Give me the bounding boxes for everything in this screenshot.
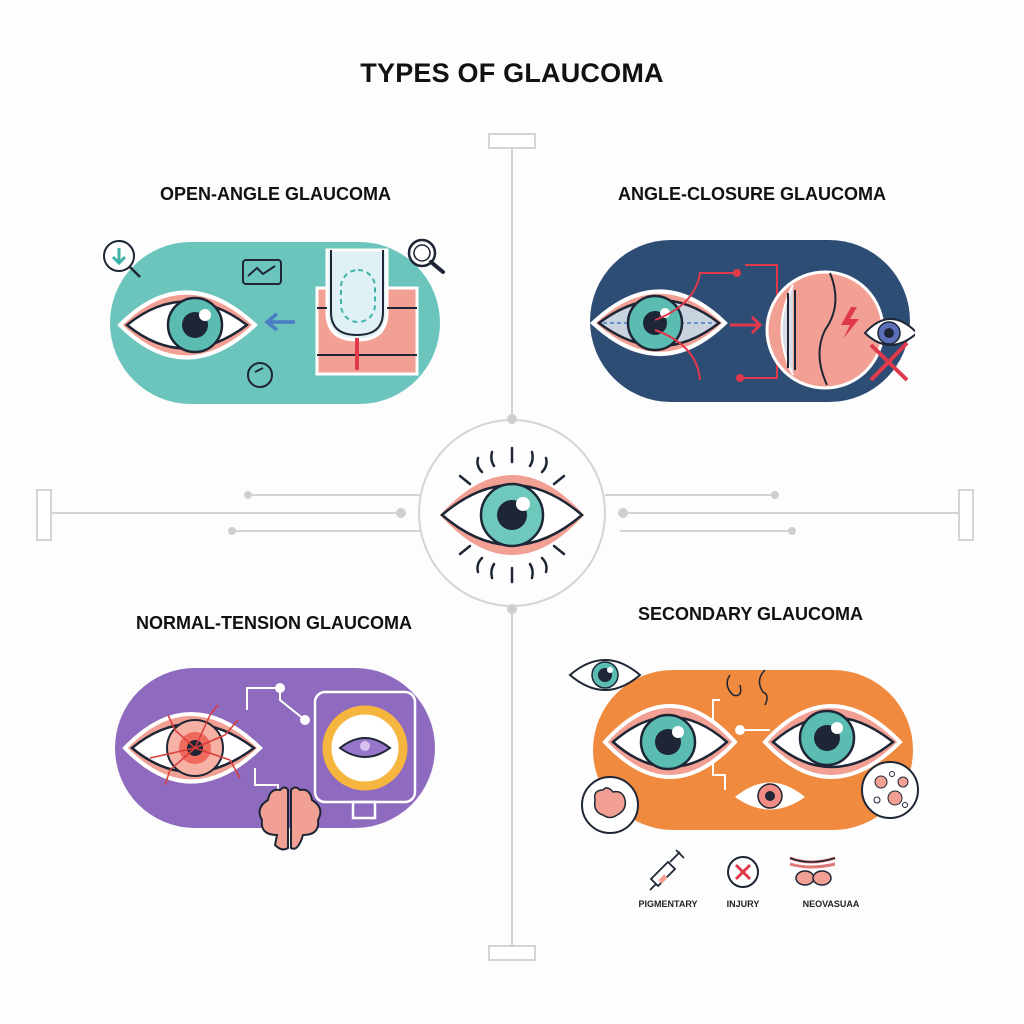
x-circle-icon	[727, 856, 759, 888]
secondary-causes-icons	[649, 849, 836, 891]
open-angle-panel	[103, 238, 445, 404]
top-axis-cap	[488, 133, 536, 149]
drainage-channel-icon	[315, 248, 419, 376]
bloodshot-eye-icon	[122, 704, 263, 786]
cause-label-neovascular: NEOVASUAA	[802, 899, 860, 909]
arrow-left-icon	[264, 312, 295, 332]
normal-tension-panel	[115, 668, 435, 851]
right-axis-cap	[958, 489, 974, 541]
cause-label-pigmentary: PIGMENTARY	[638, 899, 698, 909]
page-title: TYPES OF GLAUCOMA	[360, 58, 664, 88]
bottom-axis-cap	[488, 945, 536, 961]
brain-icon	[258, 786, 322, 851]
left-axis-cap	[36, 489, 52, 541]
gauge-icon	[247, 362, 273, 388]
small-eye-icon	[568, 659, 642, 691]
right-eye-icon	[762, 704, 903, 779]
lens-cross-section-icon	[765, 270, 885, 390]
bottom-eye-icon	[735, 782, 805, 810]
lightning-icon	[841, 307, 859, 339]
eye-blocked-icon	[863, 318, 915, 382]
cells-icon	[861, 761, 919, 819]
download-arrow-icon	[103, 240, 141, 278]
section-title-normal-tension: NORMAL-TENSION GLAUCOMA	[136, 613, 412, 633]
angle-closure-panel	[590, 240, 915, 402]
central-eye-icon	[440, 446, 584, 584]
tissue-icon	[581, 776, 639, 834]
section-title-angle-closure: ANGLE-CLOSURE GLAUCOMA	[618, 184, 886, 204]
section-title-secondary: SECONDARY GLAUCOMA	[638, 604, 864, 624]
chart-monitor-icon	[242, 259, 282, 285]
magnifier-icon	[407, 238, 445, 274]
syringe-icon	[649, 849, 685, 891]
vessels-icon	[789, 856, 836, 886]
cause-label-injury: INJURY	[726, 899, 760, 909]
left-eye-icon	[602, 704, 738, 779]
secondary-panel	[568, 659, 919, 834]
scanner-eye-icon	[313, 690, 417, 820]
face-icon	[726, 669, 768, 706]
section-title-open-angle: OPEN-ANGLE GLAUCOMA	[160, 184, 391, 204]
arrow-right-icon	[730, 315, 763, 335]
eye-icon	[117, 290, 258, 360]
